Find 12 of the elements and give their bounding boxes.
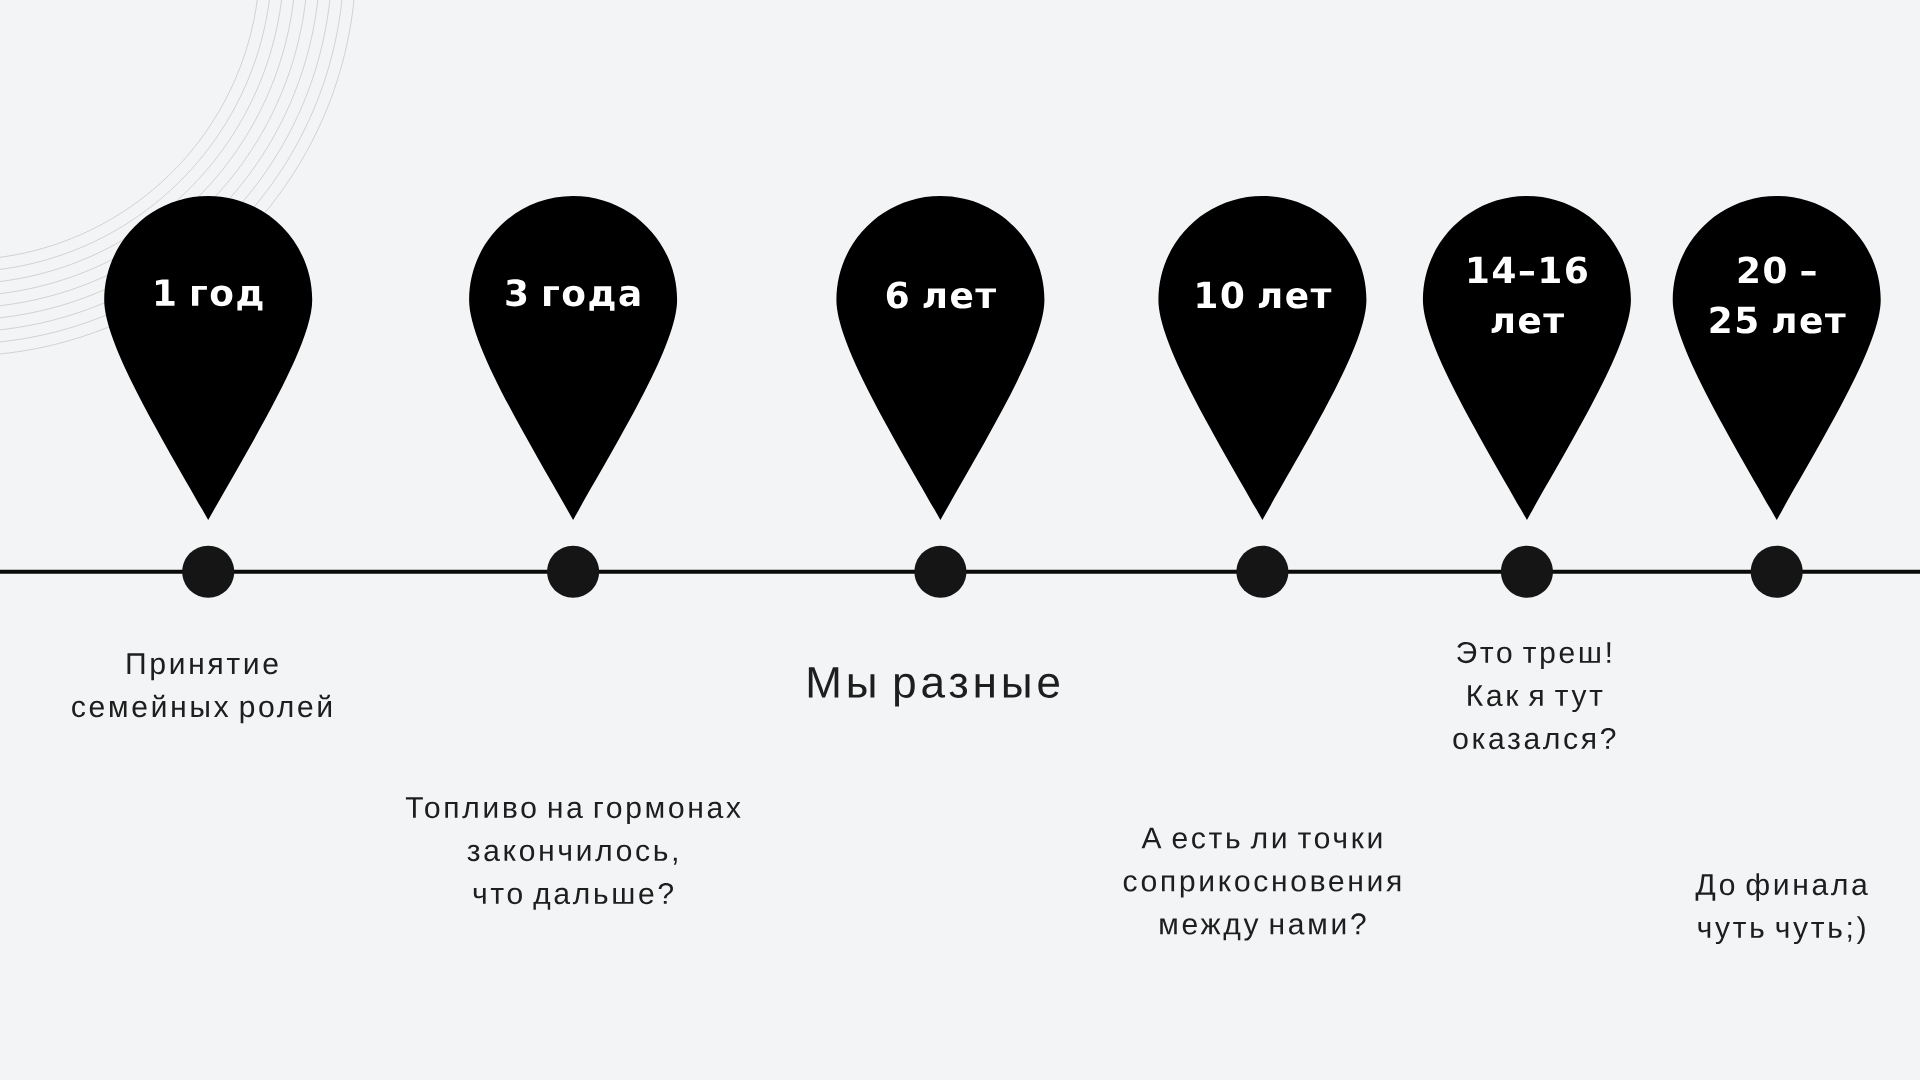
description-text: Топливо на гормонах закончилось, что дальше? [405, 797, 741, 910]
map-pin: 3 года [469, 196, 678, 520]
description-text: Это треш! Как я тут оказался? [1453, 641, 1616, 750]
map-pin: 20 – 25 лет [1672, 196, 1881, 520]
map-pin: 1 год [104, 196, 313, 520]
description-text: Мы разные [808, 667, 1059, 707]
map-pin: 10 лет [1158, 196, 1367, 520]
description-text: А есть ли точки соприкосновения между нами? [1123, 827, 1401, 941]
description-text: Принятие семейных ролей [72, 653, 331, 724]
description-text: До финала чуть чуть;) [1695, 873, 1868, 945]
map-pin: 14–16 лет [1422, 196, 1631, 520]
map-pin: 6 лет [836, 196, 1045, 520]
